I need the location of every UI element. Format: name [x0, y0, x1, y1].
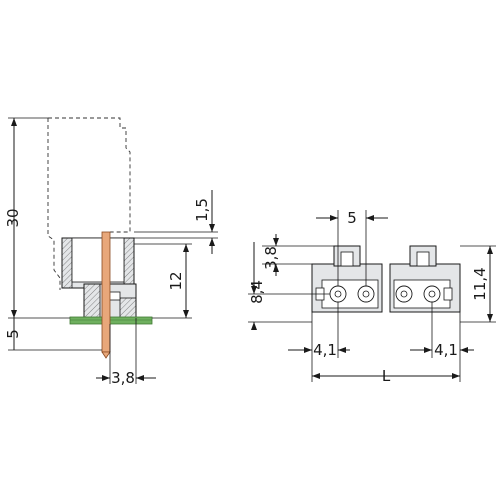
front-view: 5 3,8 8,4 11,4 4,1 [248, 209, 496, 385]
dim-pin-length: 5 [4, 329, 22, 339]
dim-body-height: 12 [167, 271, 185, 290]
contact-pin [101, 231, 111, 353]
dim-pitch: 5 [347, 209, 357, 227]
dim-header-height: 3,8 [262, 246, 280, 270]
side-view: 30 5 1,5 12 3,8 [4, 117, 218, 387]
pcb-board [69, 316, 153, 325]
housing-wall-right [123, 237, 135, 289]
pin-tip [101, 351, 111, 359]
dim-total-height: 30 [4, 208, 22, 227]
dim-left-edge: 4,1 [313, 341, 337, 359]
dim-pin-spacing: 3,8 [111, 369, 135, 387]
pin-hole [357, 285, 375, 303]
dim-right-edge: 4,1 [434, 341, 458, 359]
housing-base-hatch [83, 283, 101, 319]
housing-wall-left [61, 237, 73, 289]
pin-hole [329, 285, 347, 303]
latch-left-inner [340, 251, 354, 267]
dim-overall-height: 11,4 [471, 267, 489, 300]
dim-length: L [382, 367, 391, 385]
housing-cavity [71, 237, 125, 283]
latch-right-inner [416, 251, 430, 267]
dim-pin-row-height: 8,4 [248, 280, 266, 304]
pin-hole [423, 285, 441, 303]
dim-top-offset: 1,5 [193, 198, 211, 222]
mating-plug-outline [47, 117, 131, 290]
housing-base-hatch-right [119, 297, 137, 319]
pin-hole [395, 285, 413, 303]
